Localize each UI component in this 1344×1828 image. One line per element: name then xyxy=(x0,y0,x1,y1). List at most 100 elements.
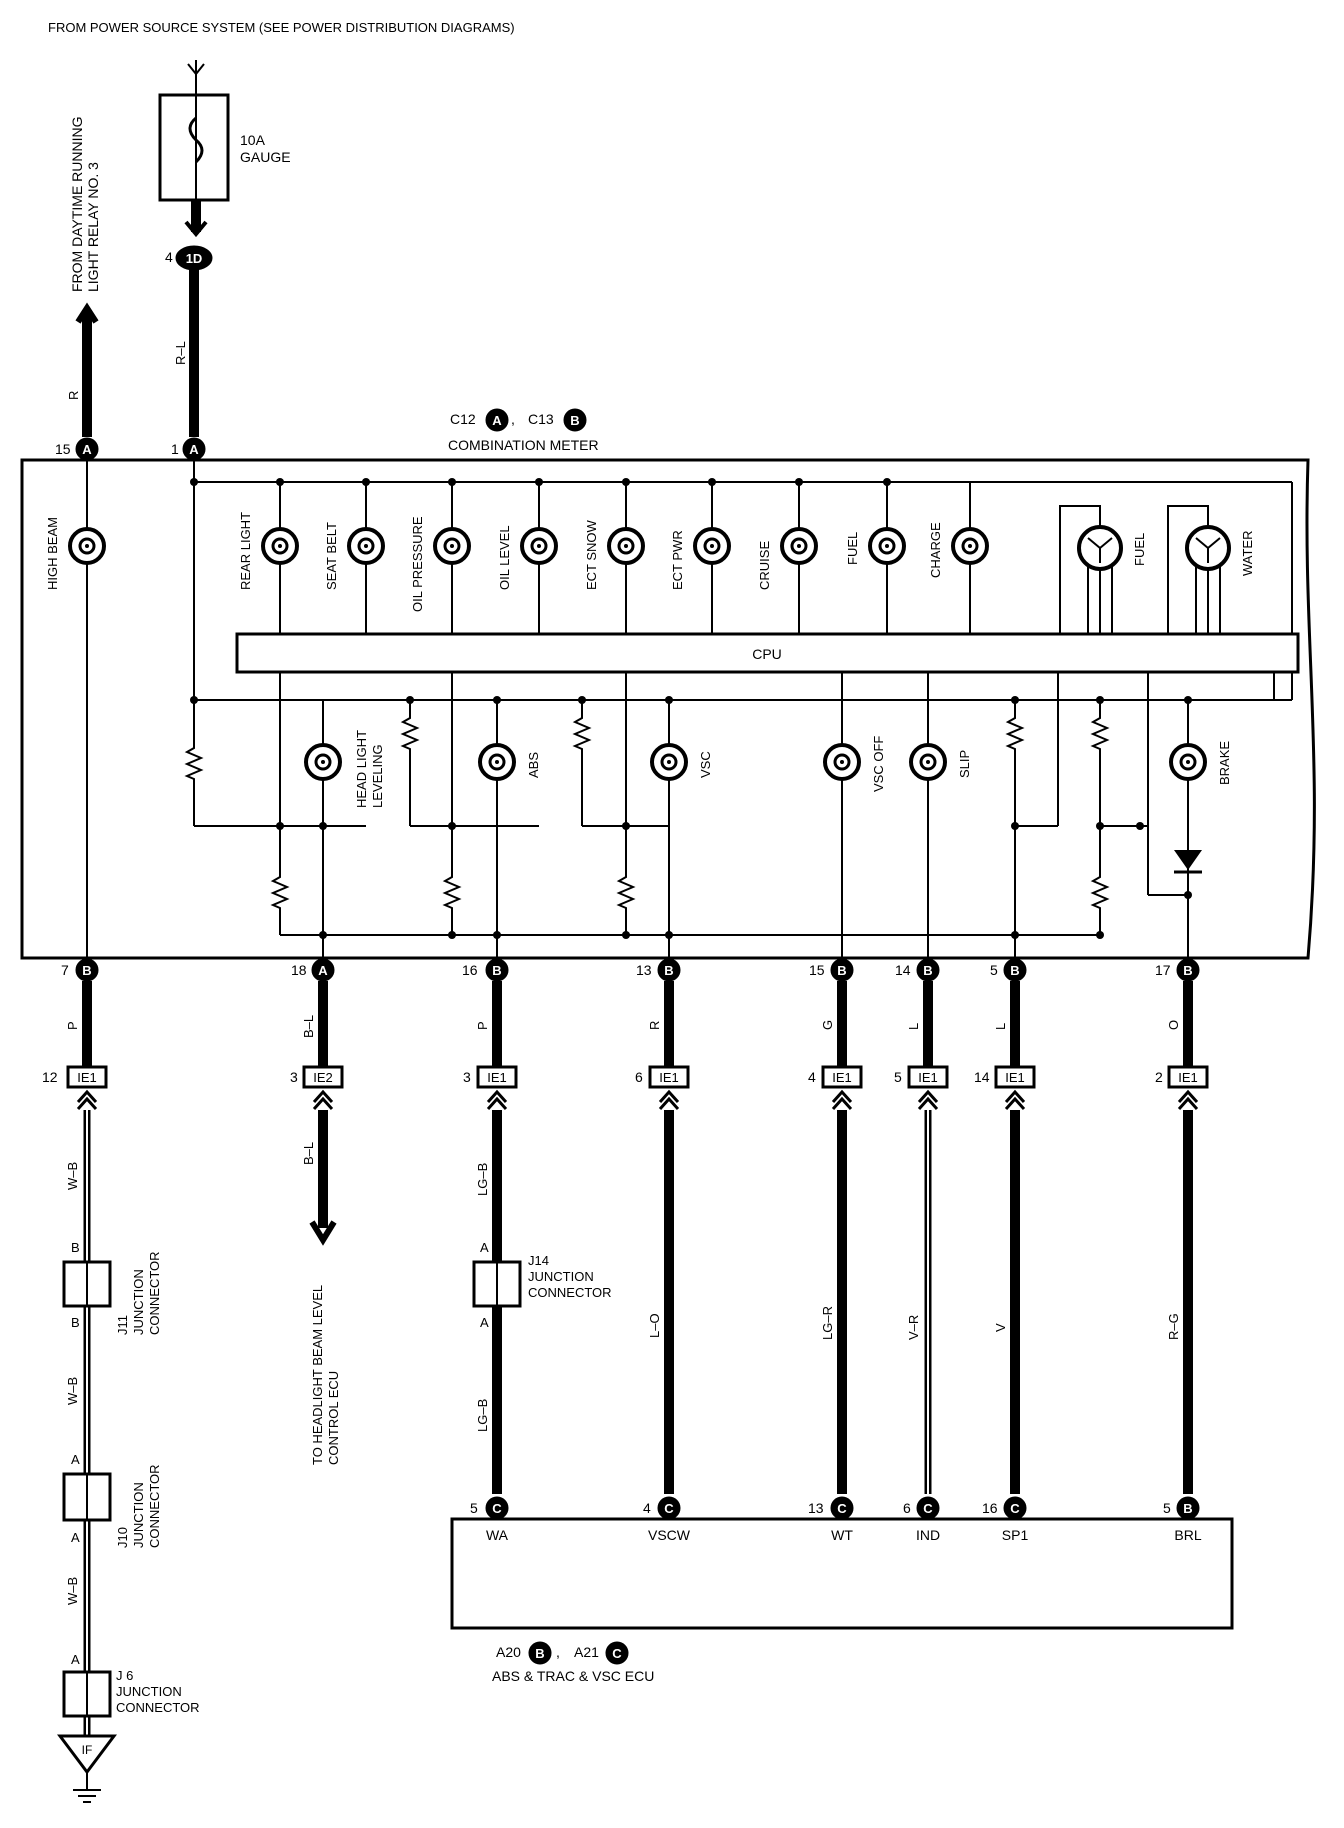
svg-text:,: , xyxy=(511,411,515,427)
wire-r: R xyxy=(66,391,81,400)
svg-text:WA: WA xyxy=(486,1527,509,1543)
svg-text:B–L: B–L xyxy=(301,1015,316,1038)
svg-text:C: C xyxy=(1010,1501,1020,1516)
svg-text:7: 7 xyxy=(61,962,69,978)
svg-text:IE1: IE1 xyxy=(659,1070,679,1085)
svg-text:B: B xyxy=(837,963,846,978)
svg-text:L: L xyxy=(906,1023,921,1030)
svg-text:2: 2 xyxy=(1155,1069,1163,1085)
svg-text:16: 16 xyxy=(982,1500,998,1516)
label-oil-level: OIL LEVEL xyxy=(497,525,512,590)
conn-code-1d: 1D xyxy=(186,251,203,266)
svg-text:12: 12 xyxy=(42,1069,58,1085)
label-ect-snow: ECT SNOW xyxy=(584,519,599,590)
headlight-ecu-2: CONTROL ECU xyxy=(326,1371,341,1465)
svg-text:1: 1 xyxy=(171,441,179,457)
label-slip: SLIP xyxy=(957,750,972,778)
svg-text:5: 5 xyxy=(894,1069,902,1085)
svg-text:J10: J10 xyxy=(115,1527,130,1548)
svg-text:5: 5 xyxy=(470,1500,478,1516)
ie-connectors: 12 IE1 3 IE2 3 IE1 6 IE1 4 IE1 5 IE1 14 … xyxy=(42,1065,1209,1089)
meter-conn-b: C13 xyxy=(528,411,554,427)
head-light-leveling-lamp-icon xyxy=(304,743,342,781)
fuse-rating: 10A xyxy=(240,132,266,148)
svg-text:JUNCTION: JUNCTION xyxy=(528,1269,594,1284)
meter-bottom-pins: 7 B 18 A 16 B 13 B 15 B 14 B 5 B 17 B xyxy=(61,958,1200,982)
vsc-off-lamp-icon xyxy=(823,743,861,781)
label-fuel-gauge: FUEL xyxy=(1132,533,1147,566)
label-rear-light: REAR LIGHT xyxy=(238,512,253,590)
label-water-gauge: WATER xyxy=(1240,531,1255,577)
svg-text:13: 13 xyxy=(808,1500,824,1516)
svg-text:B: B xyxy=(492,963,501,978)
svg-text:IE2: IE2 xyxy=(313,1070,333,1085)
meter-to-ie-wires xyxy=(82,981,1193,1067)
ecu-conn-c: A21 xyxy=(574,1644,599,1660)
svg-text:W–B: W–B xyxy=(65,1377,80,1405)
svg-text:B: B xyxy=(535,1646,544,1661)
label-cruise: CRUISE xyxy=(757,541,772,590)
label-oil-pressure: OIL PRESSURE xyxy=(410,516,425,612)
ie-connector xyxy=(476,1065,518,1089)
brake-lamp-icon xyxy=(1169,743,1207,781)
arrow-down-icon xyxy=(309,1220,337,1246)
ect-pwr-lamp-icon xyxy=(693,527,731,565)
svg-text:17: 17 xyxy=(1155,962,1171,978)
svg-text:J 6: J 6 xyxy=(116,1668,133,1683)
charge-lamp-icon xyxy=(951,527,989,565)
svg-text:15: 15 xyxy=(55,441,71,457)
label-brake: BRAKE xyxy=(1217,741,1232,785)
svg-text:5: 5 xyxy=(990,962,998,978)
svg-text:CONNECTOR: CONNECTOR xyxy=(147,1251,162,1335)
fuse-10a xyxy=(158,93,230,202)
pin-1d: 4 xyxy=(165,249,173,265)
ie-connector xyxy=(907,1065,949,1089)
svg-text:4: 4 xyxy=(808,1069,816,1085)
svg-text:A: A xyxy=(480,1315,489,1330)
oil-level-lamp-icon xyxy=(520,527,558,565)
ie-connector xyxy=(66,1065,108,1089)
svg-text:A: A xyxy=(71,1530,80,1545)
svg-text:B: B xyxy=(1010,963,1019,978)
vsc-lamp-icon xyxy=(650,743,688,781)
fuse-icon xyxy=(188,116,204,164)
svg-text:WT: WT xyxy=(831,1527,853,1543)
oil-pressure-lamp-icon xyxy=(433,527,471,565)
svg-text:4: 4 xyxy=(643,1500,651,1516)
relay-source-1: FROM DAYTIME RUNNING xyxy=(69,116,85,292)
ie-connector xyxy=(648,1065,690,1089)
svg-text:B: B xyxy=(71,1315,80,1330)
svg-text:J14: J14 xyxy=(528,1253,549,1268)
svg-text:IND: IND xyxy=(916,1527,940,1543)
svg-text:G: G xyxy=(820,1020,835,1030)
chevron-up-icon xyxy=(1004,1090,1026,1111)
label-abs: ABS xyxy=(526,752,541,778)
seat-belt-lamp-icon xyxy=(347,527,385,565)
label-charge: CHARGE xyxy=(928,522,943,578)
svg-text:B: B xyxy=(1183,1501,1192,1516)
fuel-gauge-icon xyxy=(1077,525,1123,571)
chevron-up-icon xyxy=(831,1090,853,1111)
resistors xyxy=(186,712,1108,913)
svg-text:LG–R: LG–R xyxy=(820,1306,835,1340)
relay-source-2: LIGHT RELAY NO. 3 xyxy=(85,162,101,292)
diode-icon xyxy=(1174,850,1202,870)
chevron-up-icon xyxy=(486,1090,508,1111)
svg-text:,: , xyxy=(556,1644,560,1660)
meter-name: COMBINATION METER xyxy=(448,437,599,453)
ground-icon xyxy=(57,1734,117,1775)
svg-text:LG–B: LG–B xyxy=(475,1163,490,1196)
svg-text:P: P xyxy=(65,1021,80,1030)
svg-text:CONNECTOR: CONNECTOR xyxy=(528,1285,612,1300)
svg-text:W–B: W–B xyxy=(65,1162,80,1190)
svg-text:IF: IF xyxy=(82,1743,93,1757)
svg-text:CONNECTOR: CONNECTOR xyxy=(116,1700,200,1715)
source-note: FROM POWER SOURCE SYSTEM (SEE POWER DIST… xyxy=(48,20,515,35)
svg-text:VSCW: VSCW xyxy=(648,1527,691,1543)
ie-connector xyxy=(1167,1065,1209,1089)
svg-text:A: A xyxy=(480,1240,489,1255)
svg-text:V–R: V–R xyxy=(906,1315,921,1340)
arrow-up-icon xyxy=(75,302,99,324)
svg-text:P: P xyxy=(475,1021,490,1030)
svg-text:C: C xyxy=(492,1501,502,1516)
